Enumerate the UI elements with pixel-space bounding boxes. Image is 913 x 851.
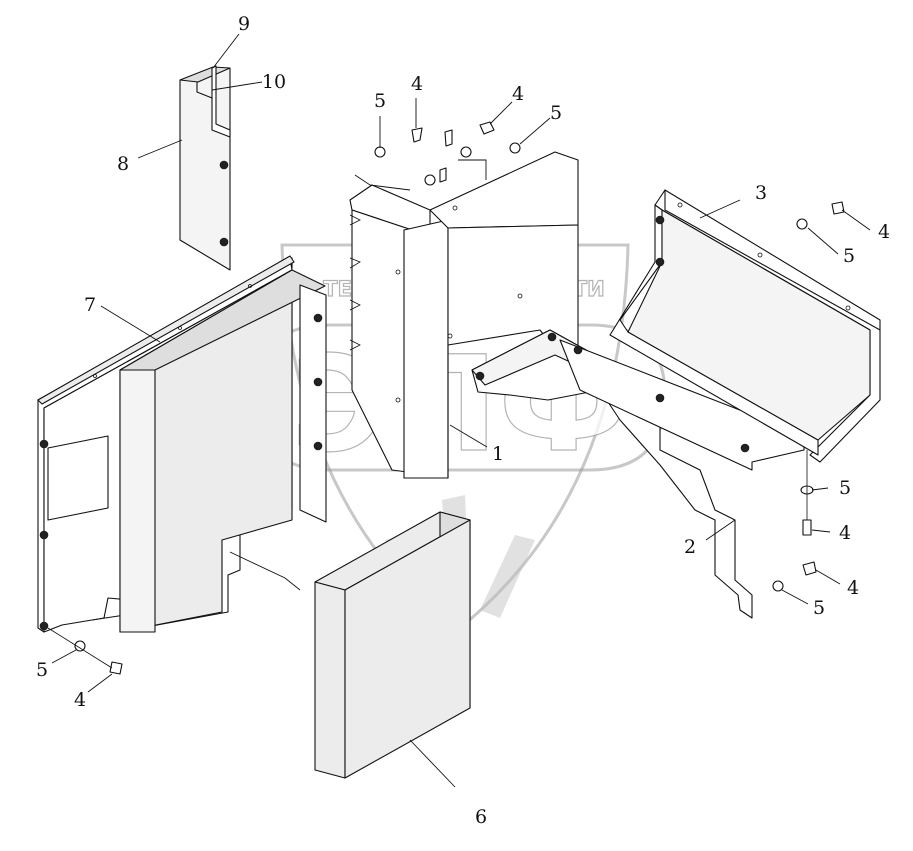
bolt-top-right	[479, 121, 495, 135]
part-2-bracket	[471, 329, 805, 619]
washer-mid2	[424, 174, 436, 186]
callout-7: 7	[84, 294, 96, 316]
washer-mid	[460, 146, 472, 158]
bolt-mid2	[439, 167, 447, 183]
part-8-bracket	[179, 65, 231, 271]
part-6-block	[314, 511, 471, 779]
callout-4-right: 4	[878, 221, 890, 243]
fasteners	[47, 121, 845, 675]
callout-6: 6	[475, 806, 487, 828]
bolt-mid	[444, 129, 453, 147]
side-flange	[299, 284, 327, 523]
bolt-right-lower	[802, 561, 817, 576]
callout-5-left: 5	[36, 659, 48, 681]
callout-5-top-left: 5	[374, 90, 386, 112]
part-3-trough	[609, 189, 881, 463]
bolt-right-upper	[831, 201, 845, 215]
leader-lines	[51, 33, 871, 788]
bolt-left-lower	[109, 661, 123, 675]
part-7-box	[119, 269, 326, 633]
watermark-big-letters: ЭПФ	[291, 328, 629, 482]
bolt-top-center	[411, 127, 423, 143]
washer-top-center	[374, 146, 386, 158]
callout-5-right-mid: 5	[839, 477, 851, 499]
part-1-frame	[349, 151, 579, 479]
washer-right-upper	[796, 218, 808, 230]
callout-1: 1	[492, 443, 504, 465]
callout-5-top-right: 5	[550, 102, 562, 124]
callout-5-right: 5	[843, 245, 855, 267]
callout-3: 3	[755, 182, 767, 204]
callout-4-top: 4	[411, 73, 423, 95]
callout-4-left: 4	[74, 689, 86, 711]
callout-4-right-lower: 4	[847, 577, 859, 599]
callout-4-top-right: 4	[512, 83, 524, 105]
callout-8: 8	[117, 153, 129, 175]
callout-10: 10	[262, 71, 286, 93]
washer-left-lower	[74, 640, 86, 652]
callout-labels: 9 10 8 7 3 1 2 6 5 4 4 5 4 5 5 4 4 5 5 4	[36, 13, 890, 828]
callout-2: 2	[684, 536, 696, 558]
washer-top-right	[509, 142, 521, 154]
callout-9: 9	[238, 13, 250, 35]
callout-4-right-mid: 4	[839, 522, 851, 544]
bolt-right-mid	[802, 519, 812, 536]
washer-right-lower	[772, 580, 784, 592]
callout-5-right-lower: 5	[813, 597, 825, 619]
